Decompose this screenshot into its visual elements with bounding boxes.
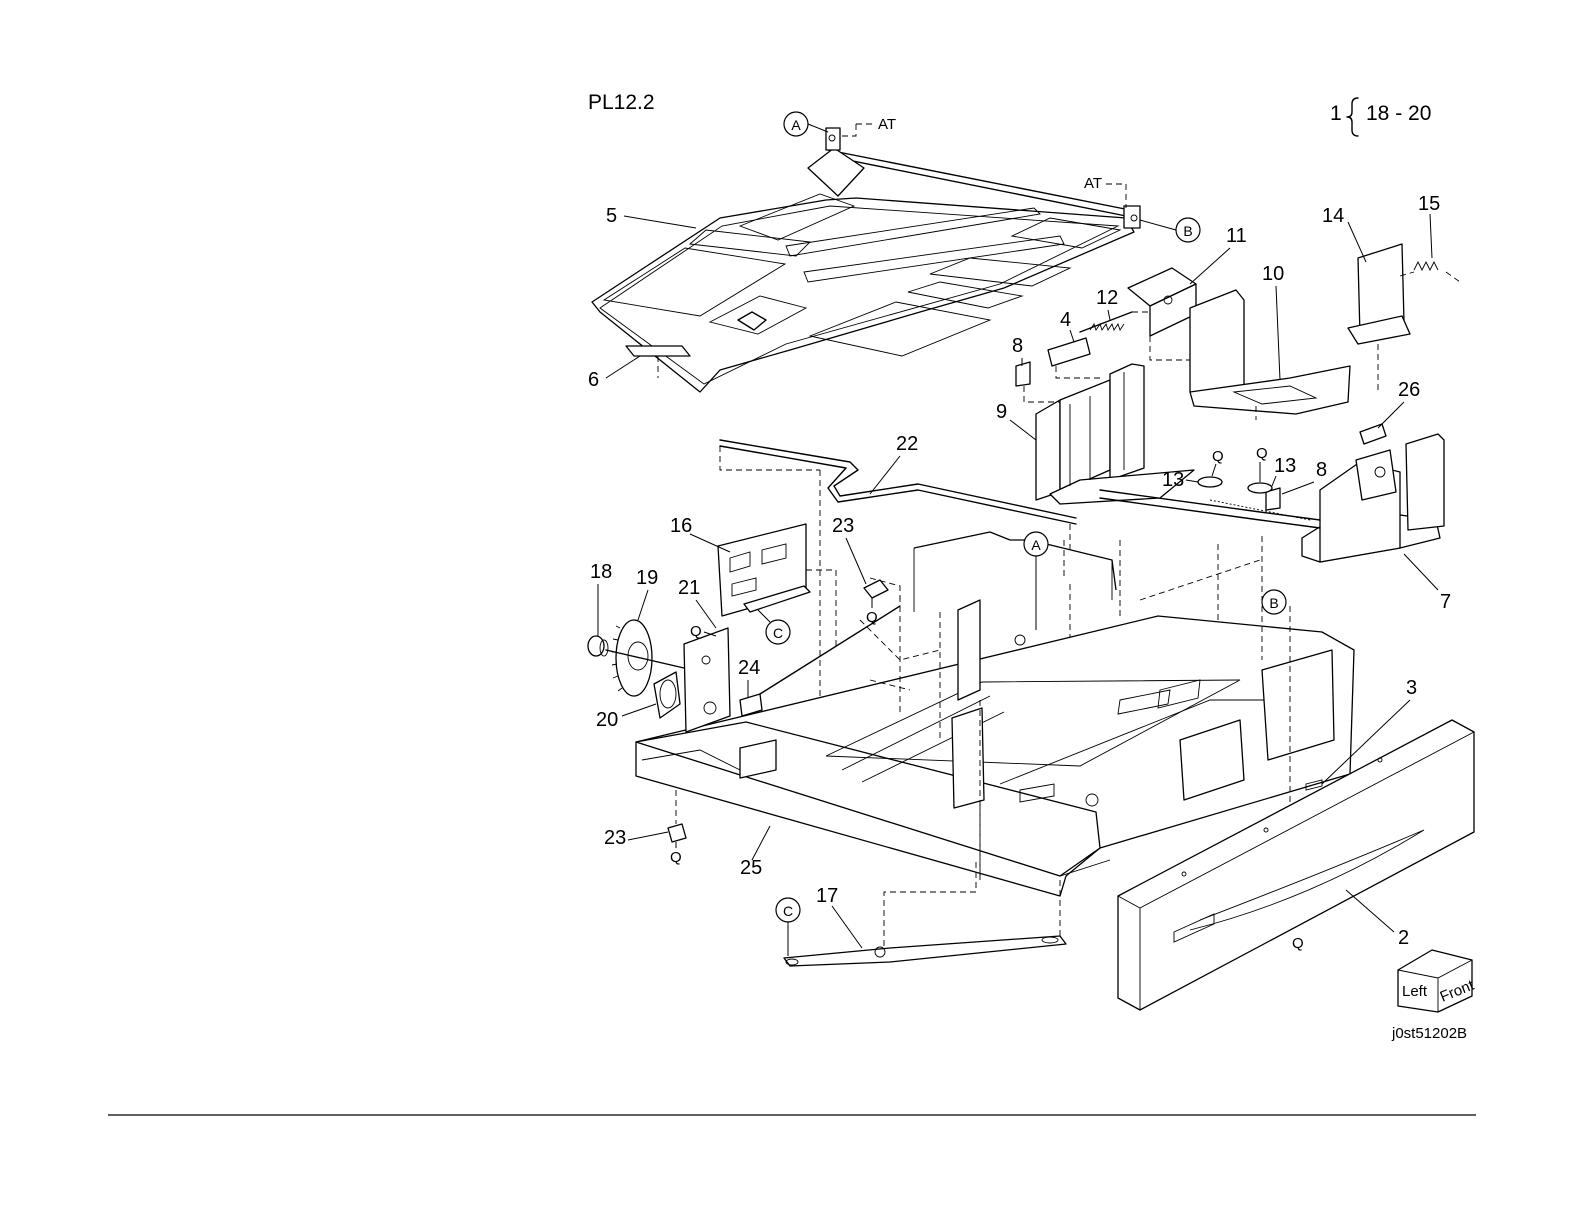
callout-23-upper: 23 <box>832 515 854 537</box>
part-4-pad <box>1048 338 1090 366</box>
callout-4: 4 <box>1060 309 1071 331</box>
marker-q-gear-left: Q <box>1212 448 1224 465</box>
marker-q-clip-lower: Q <box>670 849 682 866</box>
ref-circle-A-top: A <box>784 112 808 136</box>
marker-q-plate: Q <box>690 623 702 640</box>
cube-left-label: Left <box>1402 983 1428 1000</box>
part-13-gear-right <box>1248 483 1272 493</box>
brace-icon <box>1347 98 1358 136</box>
svg-text:A: A <box>1031 537 1041 553</box>
callout-23-lower: 23 <box>604 827 626 849</box>
ref-circle-B-tray: B <box>1262 590 1286 614</box>
callout-26: 26 <box>1398 379 1420 401</box>
marker-at-right: AT <box>1084 175 1102 192</box>
callout-22: 22 <box>896 433 918 455</box>
callout-7: 7 <box>1440 591 1451 613</box>
part-16-bracket <box>718 524 810 616</box>
part-17-link-bar <box>784 936 1066 966</box>
svg-text:A: A <box>791 117 801 133</box>
callout-14: 14 <box>1322 205 1344 227</box>
callout-25: 25 <box>740 857 762 879</box>
callout-6: 6 <box>588 369 599 391</box>
part-13-gear-left <box>1198 477 1222 487</box>
part-7-end-guide <box>1302 434 1444 562</box>
part-20-gear <box>654 672 680 718</box>
part-18-bushing <box>588 636 608 656</box>
callout-12: 12 <box>1096 287 1118 309</box>
callout-21: 21 <box>678 577 700 599</box>
ref-circle-A-tray: A <box>1024 532 1048 556</box>
part-10-guide-plate <box>1190 290 1350 414</box>
callout-16: 16 <box>670 515 692 537</box>
ref-circle-C-linkbar: C <box>776 898 800 922</box>
svg-text:18 - 20: 18 - 20 <box>1366 102 1431 125</box>
callout-13-left: 13 <box>1162 469 1184 491</box>
callout-10: 10 <box>1262 263 1284 285</box>
marker-q-front: Q <box>1292 935 1304 952</box>
callout-8-upper: 8 <box>1012 335 1023 357</box>
plate-id: PL12.2 <box>588 91 655 114</box>
part-8-clip-upper <box>1016 362 1030 386</box>
callout-11: 11 <box>1226 225 1247 247</box>
part-14-cover <box>1348 244 1410 344</box>
callout-2: 2 <box>1398 927 1409 949</box>
callout-13-right: 13 <box>1274 455 1296 477</box>
part-11-bracket <box>1128 268 1196 336</box>
svg-text:C: C <box>783 903 793 919</box>
part-6-strip <box>626 346 690 356</box>
quantity-note: 1 18 - 20 <box>1330 98 1431 136</box>
part-19-gear <box>612 620 652 696</box>
callout-17: 17 <box>816 885 838 907</box>
svg-text:1: 1 <box>1330 102 1342 125</box>
part-15-spring <box>1400 262 1460 282</box>
callout-20: 20 <box>596 709 618 731</box>
svg-text:B: B <box>1183 223 1192 239</box>
part-23-clip-upper <box>864 580 888 598</box>
part-12-spring <box>1080 312 1132 332</box>
callout-5: 5 <box>606 205 617 227</box>
part-23-clip-lower <box>668 790 686 842</box>
figure-code: j0st51202B <box>1391 1025 1467 1042</box>
part-21-plate <box>684 628 730 732</box>
svg-text:C: C <box>773 625 783 641</box>
svg-text:B: B <box>1269 595 1278 611</box>
marker-q-clip-upper: Q <box>866 609 878 626</box>
marker-q-gear-right: Q <box>1256 445 1268 462</box>
orientation-cube: Left Front <box>1398 950 1477 1012</box>
callout-19: 19 <box>636 567 658 589</box>
ref-circle-B-top: B <box>1176 218 1200 242</box>
part-26-clip <box>1360 424 1386 444</box>
callout-18: 18 <box>590 561 612 583</box>
callout-3: 3 <box>1406 677 1417 699</box>
callout-24: 24 <box>738 657 760 679</box>
marker-at-top: AT <box>878 116 896 133</box>
ref-circle-C-bracket: C <box>766 620 790 644</box>
callout-8-lower: 8 <box>1316 459 1327 481</box>
callout-15: 15 <box>1418 193 1440 215</box>
callout-9: 9 <box>996 401 1007 423</box>
